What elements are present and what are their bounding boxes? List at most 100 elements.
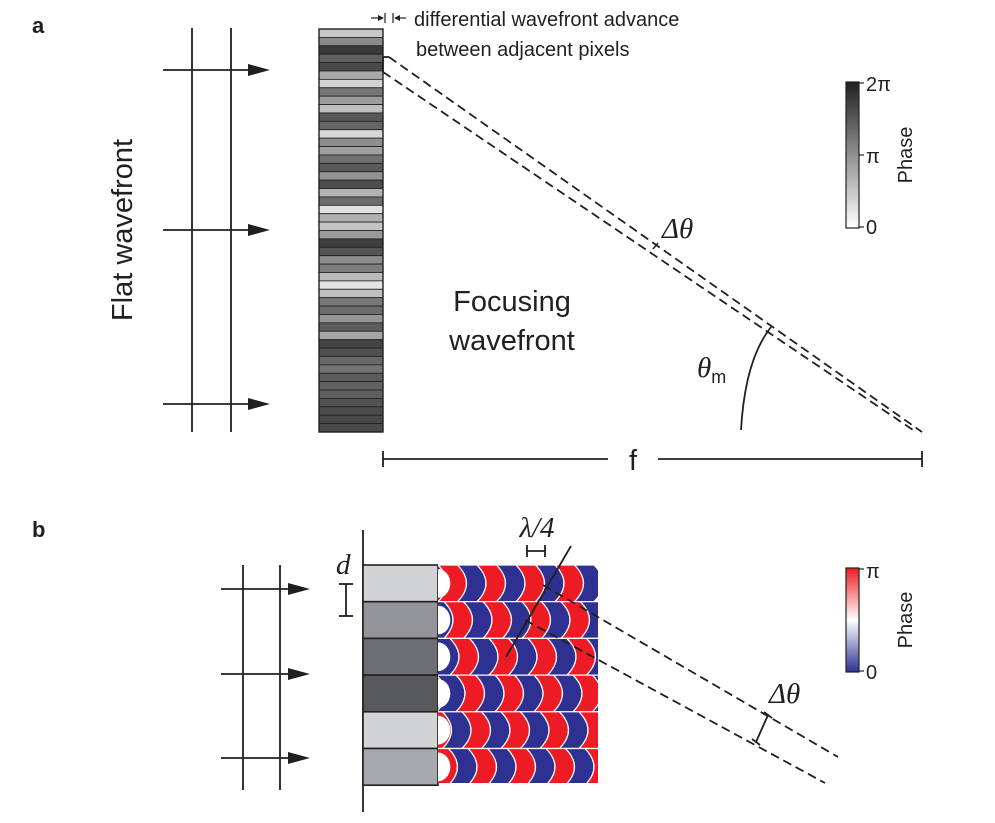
slm-pixel [318,372,384,383]
phase-colorbar-gray: 2π π 0 Phase [845,74,917,239]
colorbar-gray-mid: π [866,146,880,168]
wavelet-band [605,749,634,786]
panel-b: b [32,512,917,812]
flat-wavefront-graphic-b [221,565,310,790]
wavelet-origin [438,715,451,745]
annotation-line-1: differential wavefront advance [414,9,679,31]
slm-pixel [318,347,384,357]
colorbar-gray-max: 2π [866,74,891,96]
theta-m-arc [740,326,772,431]
slm-pixel [318,381,384,391]
slm-pixel [318,154,384,164]
slm-pixel [318,398,384,408]
wavelet-origin [438,569,451,598]
quarter-wave-marker [526,545,546,557]
slm-pixel [318,188,384,198]
slm-pixel [318,356,384,366]
pitch-marker [339,583,353,617]
slm-pixel [318,171,384,181]
focusing-label-2: wavefront [448,325,575,357]
metasurface-pixel [362,747,439,787]
metasurface-pixels [362,564,439,787]
slm-pixel [318,230,384,240]
slm-pixel [318,204,384,215]
theta-m-label: θm [697,352,726,387]
slm-pixel [318,414,384,425]
slm-pixel [318,53,384,63]
colorbar-gray-title: Phase [895,127,917,184]
focusing-rays [382,56,923,433]
slm-pixel [318,28,384,38]
wavelet-band [585,637,598,676]
wavelet-band [591,674,598,713]
colorbar-rb-max: π [866,561,880,583]
incident-arrow [221,583,310,595]
incident-arrow [221,668,310,680]
slm-pixel [318,246,384,257]
incident-arrow [163,64,270,76]
metasurface-pixel [362,710,439,750]
slm-pixel [318,137,384,147]
delta-theta-label-b: Δθ [768,678,800,710]
slm-pixel [318,305,384,315]
colorbar-rb-min: 0 [866,662,877,684]
slm-pixel [318,423,384,433]
slm-pixel [318,280,384,290]
slm-pixel [318,120,384,131]
phase-colorbar-rb: π 0 Phase [845,561,917,684]
slm-pixel [318,112,384,122]
slm-pixel [318,95,384,105]
metasurface-pixel [362,637,439,676]
slm-pixel [318,255,384,265]
flat-wavefront-label: Flat wavefront [107,139,139,321]
wavelet-band [577,711,598,750]
differential-advance-marker [371,13,406,23]
flat-wavefront-graphic [163,28,270,432]
panel-b-letter: b [32,517,45,542]
slm-pixel [318,162,384,173]
panel-a: a Flat wavefront [32,9,923,477]
wavelet-origin [438,605,451,635]
slm-pixel [318,87,384,97]
wavelet-origin [438,752,451,782]
slm-pixel [318,129,384,139]
slm-pixel [318,213,384,223]
delta-theta-marker-b [751,711,773,746]
slm-pixel [318,330,384,341]
focusing-label-1: Focusing [453,286,571,318]
slm-pixel [318,322,384,332]
slm-pixel [318,179,384,189]
phase-wavelets [438,564,634,786]
quarter-wave-label: λ/4 [518,512,554,544]
slm-pixel [318,238,384,248]
tilted-wavefront [505,545,572,658]
slm-pixel [318,36,384,47]
focal-length-label: f [629,445,638,477]
incident-arrow [163,398,270,410]
delta-theta-label-a: Δθ [661,213,693,245]
slm-pixel [318,339,384,349]
slm-pixel [318,196,384,206]
panel-a-letter: a [32,13,45,38]
slm-pixel [318,364,384,374]
metasurface-pixel [362,674,439,713]
slm-pixel-column [318,28,384,433]
slm-pixel [318,78,384,89]
slm-pixel [318,221,384,231]
slm-pixel [318,406,384,416]
wavelet-band [583,747,598,783]
deflected-rays [524,584,839,784]
colorbar-rb-title: Phase [895,592,917,649]
slm-pixel [318,263,384,273]
slm-pixel [318,389,384,399]
annotation-line-2: between adjacent pixels [416,39,629,61]
slm-pixel [318,272,384,282]
focal-length-bar [382,451,923,467]
ray-dashed [382,71,917,433]
incident-arrow [221,752,310,764]
wavelet-band [579,601,598,639]
ray-dashed [388,56,923,433]
wavelet-origin [438,679,451,708]
colorbar-gray-min: 0 [866,217,877,239]
slm-pixel [318,297,384,307]
